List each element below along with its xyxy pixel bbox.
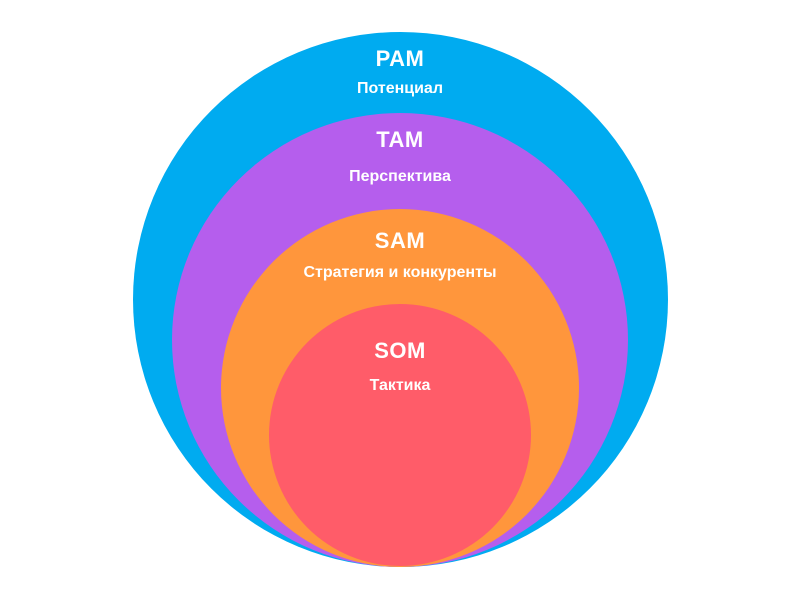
sam-acronym: SAM — [374, 228, 426, 253]
tam-description: Перспектива — [349, 168, 451, 185]
som-acronym: SOM — [374, 338, 426, 363]
pam-acronym: PAM — [375, 46, 425, 71]
som-description: Тактика — [369, 377, 431, 394]
sam-description: Стратегия и конкуренты — [303, 264, 497, 281]
pam-description: Потенциал — [356, 80, 443, 97]
tam-acronym: TAM — [376, 127, 424, 152]
som-circle — [269, 304, 531, 566]
